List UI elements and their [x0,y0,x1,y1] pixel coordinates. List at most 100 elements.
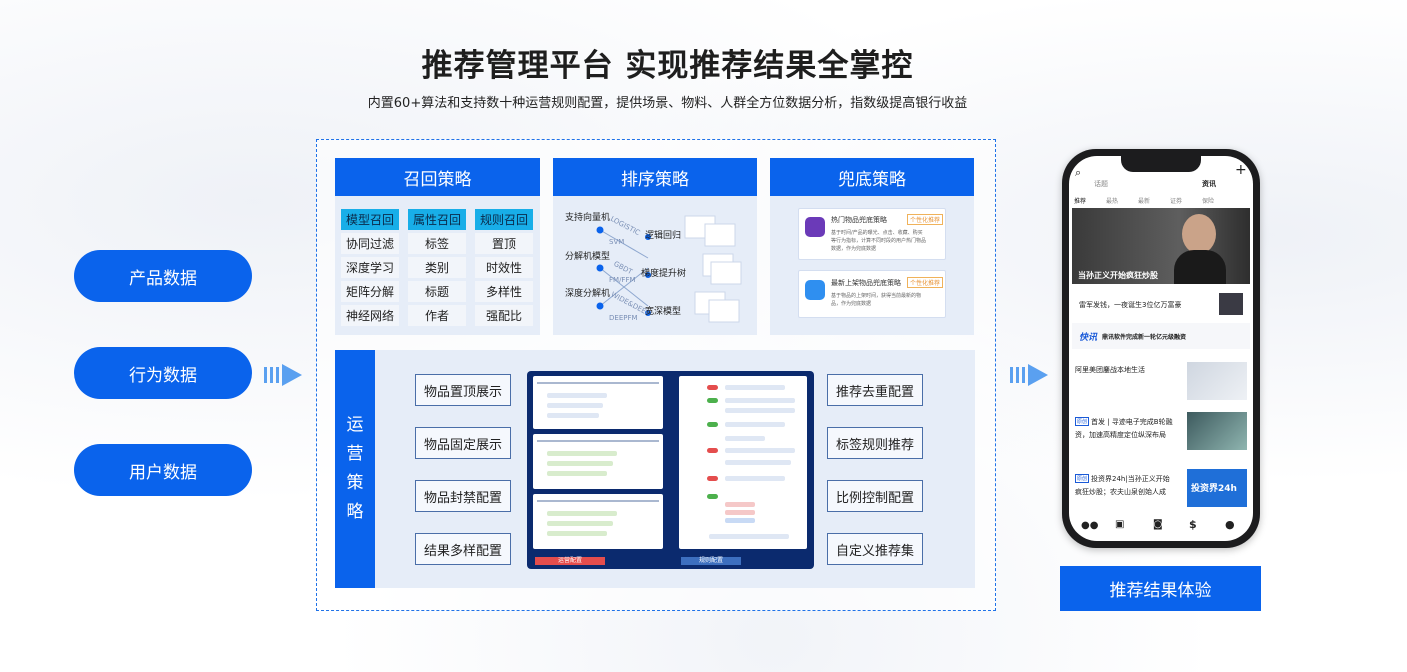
ranking-strategy-panel: 排序策略 支持向量机 分解机模型 深度分解机 LOGISTIC SVM GBDT… [553,158,757,335]
rule-config-card [679,376,807,549]
fallback-card-desc: 基于物品的上架时间，获得当前最新的物 [831,293,922,299]
output-label: 逻辑回归 [645,231,682,241]
person-photo [1182,214,1216,254]
phone-mockup: ⌕ + 话题 资讯 推荐 最热 最新 证券 保险 当孙正义开始疯狂炒股 雷军发钱… [1062,149,1260,548]
news-thumb [1187,412,1247,450]
camera-icon[interactable]: ◙ [1153,519,1163,530]
algo-label: SVM [609,238,625,246]
fallback-card-desc: 品，作为兜底数据 [831,301,872,307]
model-label: 深度分解机 [565,289,611,299]
news-tab[interactable]: 资讯 [1202,180,1216,188]
ranking-strategy-title: 排序策略 [553,158,757,196]
nav-recommend[interactable]: 推荐 [1074,198,1087,205]
config-screen: 运营配置 规则配置 [527,371,814,569]
nav-latest[interactable]: 最新 [1138,198,1151,205]
ops-config-tab[interactable]: 运营配置 [535,557,605,565]
model-label: 支持向量机 [565,213,611,223]
item-pin-button[interactable]: 物品置顶展示 [415,374,511,406]
chat-icon[interactable]: ▣ [1115,519,1125,530]
news-item[interactable]: 首发 | 寻迹电子完成B轮融 [1091,418,1173,426]
output-label: 宽深模型 [645,307,682,317]
result-diversity-button[interactable]: 结果多样配置 [415,533,511,565]
behavior-data-pill[interactable]: 行为数据 [74,347,252,399]
ranking-node [596,226,604,234]
fallback-card: 最新上架物品兜底策略 个性化推荐 基于物品的上架时间，获得当前最新的物 品，作为… [798,270,946,318]
flow-arrow-right-icon [1010,364,1048,386]
recall-chip: 强配比 [475,305,533,326]
new-item-icon [805,280,825,300]
dedup-config-button[interactable]: 推荐去重配置 [827,374,923,406]
flash-text: 鼎讯软件完成新一轮亿元级融资 [1102,334,1187,341]
nav-insurance[interactable]: 保险 [1202,198,1215,205]
headline-image[interactable]: 当孙正义开始疯狂炒股 [1072,208,1250,284]
side-char: 营 [346,444,364,464]
profile-icon[interactable]: ● [1225,518,1235,531]
tag-rule-button[interactable]: 标签规则推荐 [827,427,923,459]
operations-side-label: 运 营 策 略 [335,350,375,588]
fallback-card-desc: 基于时间/产品的曝光、点击、收藏、购买 [831,230,923,236]
ratio-control-button[interactable]: 比例控制配置 [827,480,923,512]
hot-item-icon [805,217,825,237]
add-icon[interactable]: + [1235,162,1247,178]
news-item-line2: 疯狂炒股；农夫山泉创始人成 [1075,488,1166,496]
custom-set-button[interactable]: 自定义推荐集 [827,533,923,565]
rule-config-tab[interactable]: 规则配置 [681,557,741,565]
side-char: 策 [346,473,364,493]
news-item-line2: 资，加速高精度定位纵深布局 [1075,431,1166,439]
nav-hot[interactable]: 最热 [1106,198,1119,205]
item-ban-button[interactable]: 物品封禁配置 [415,480,511,512]
recall-chip: 标签 [408,233,466,254]
topic-tab[interactable]: 话题 [1094,180,1108,188]
item-fixed-button[interactable]: 物品固定展示 [415,427,511,459]
news-item[interactable]: 阿里美团鏖战本地生活 [1075,366,1145,374]
recall-chip: 矩阵分解 [341,281,399,302]
config-table-card [533,494,663,549]
fallback-card: 热门物品兜底策略 个性化推荐 基于时间/产品的曝光、点击、收藏、购买 等行为指标… [798,208,946,260]
person-suit [1174,250,1226,284]
ranking-node [645,234,651,240]
headline-title: 当孙正义开始疯狂炒股 [1078,271,1158,280]
ranking-node [596,302,604,310]
recall-chip: 深度学习 [341,257,399,278]
ranking-node [596,264,604,272]
dollar-icon[interactable]: $ [1189,518,1197,531]
output-label: 梯度提升树 [641,269,687,279]
algo-label: DEEPFM [609,314,638,322]
recall-chip: 神经网络 [341,305,399,326]
news-item[interactable]: 雷军发钱，一夜诞生3位亿万富豪 [1079,301,1182,309]
original-tag: 原创 [1075,474,1090,483]
product-data-pill[interactable]: 产品数据 [74,250,252,302]
phone-screen: ⌕ + 话题 资讯 推荐 最热 最新 证券 保险 当孙正义开始疯狂炒股 雷军发钱… [1069,156,1253,541]
phone-notch [1121,156,1201,172]
news-item[interactable]: 投资界24h|当孙正义开始 [1091,475,1170,483]
user-data-pill[interactable]: 用户数据 [74,444,252,496]
recall-chip: 标题 [408,281,466,302]
fallback-card-name: 最新上架物品兜底策略 [831,279,901,287]
fallback-card-name: 热门物品兜底策略 [831,216,887,224]
recall-chip: 协同过滤 [341,233,399,254]
original-tag: 原创 [1075,417,1090,426]
page-subtitle: 内置60+算法和支持数十种运营规则配置，提供场景、物料、人群全方位数据分析，指数… [367,96,968,111]
search-icon[interactable]: ⌕ [1075,166,1082,179]
brand-thumb: 投资界24h [1187,469,1247,507]
recall-chip: 规则召回 [475,209,533,230]
flow-arrow-right-icon [264,364,302,386]
algo-label: FM/FFM [609,276,636,284]
model-card [710,261,742,285]
flash-news[interactable]: 快讯 鼎讯软件完成新一轮亿元级融资 [1072,323,1250,349]
ranking-node [645,272,651,278]
recall-strategy-panel: 召回策略 模型召回 属性召回 规则召回 协同过滤 标签 置顶 深度学习 类别 时… [335,158,540,335]
recall-chip: 属性召回 [408,209,466,230]
fallback-card-desc: 等行为指标，计算不同时段的用户热门物品 [831,238,927,244]
recall-chip: 模型召回 [341,209,399,230]
news-thumb [1219,293,1243,315]
ranking-node [645,310,651,316]
side-char: 运 [346,415,364,435]
community-icon[interactable]: ●● [1081,520,1099,531]
flash-tag: 快讯 [1079,333,1098,343]
fallback-card-tag: 个性化推荐 [907,277,944,288]
result-experience-button[interactable]: 推荐结果体验 [1060,566,1261,611]
fallback-strategy-title: 兜底策略 [770,158,974,196]
recall-chip: 时效性 [475,257,533,278]
nav-securities[interactable]: 证券 [1170,198,1183,205]
